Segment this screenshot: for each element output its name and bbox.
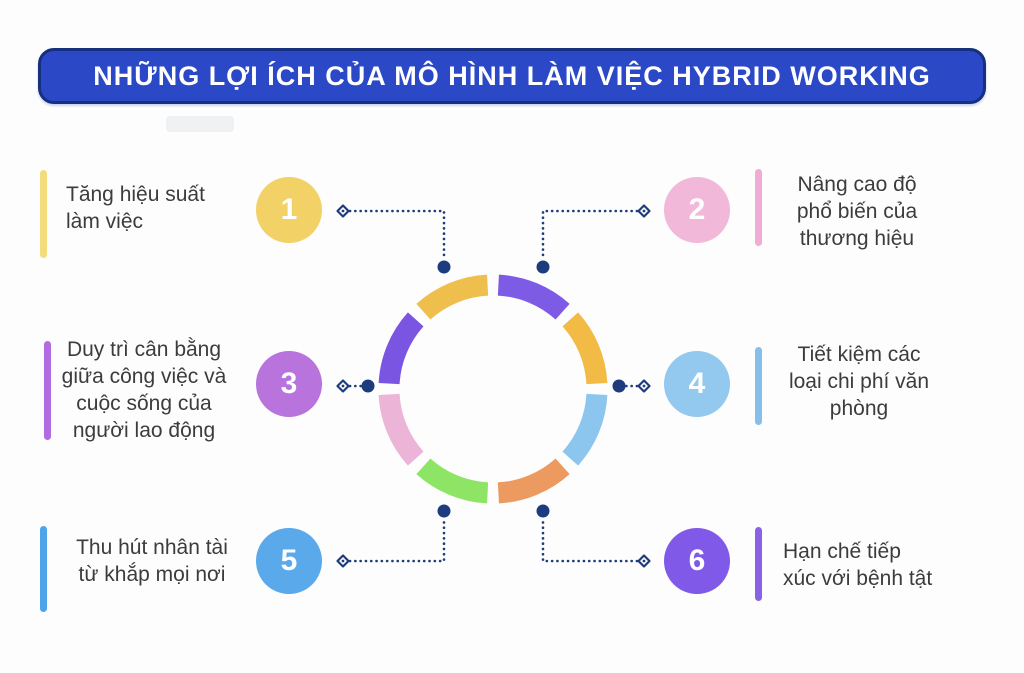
connector-4-ring-dot — [612, 379, 626, 393]
ring-segment-bottom-left — [416, 458, 489, 504]
ring-segment-top-left — [416, 274, 489, 320]
benefit-label-6: Hạn chế tiếp xúc với bệnh tật — [783, 540, 933, 590]
connector-3-diamond-center — [341, 384, 345, 388]
ring-segment-right-upper — [562, 312, 608, 385]
watermark — [166, 116, 234, 132]
connector-5-ring-dot — [437, 504, 451, 518]
number-text-1: 1 — [280, 193, 298, 226]
benefit-label-2: Nâng cao độ phổ biến của thương hiệu — [796, 173, 918, 250]
benefit-number-5: 5 — [256, 528, 322, 594]
benefit-number-3: 3 — [256, 351, 322, 417]
benefit-number-6: 6 — [664, 528, 730, 594]
benefit-number-4: 4 — [664, 351, 730, 417]
connector-4-diamond-center — [642, 384, 646, 388]
page-title: NHỮNG LỢI ÍCH CỦA MÔ HÌNH LÀM VIỆC HYBRI… — [93, 60, 931, 91]
benefit-number-1: 1 — [256, 177, 322, 243]
accent-bar-1 — [40, 170, 47, 258]
benefit-number-2: 2 — [664, 177, 730, 243]
number-text-5: 5 — [280, 544, 298, 577]
benefit-label-5: Thu hút nhân tài từ khắp mọi nơi — [76, 536, 228, 586]
benefit-label-4: Tiết kiệm các loại chi phí văn phòng — [788, 343, 930, 420]
connector-5 — [348, 518, 446, 563]
benefit-label-3: Duy trì cân bằng giữa công việc và cuộc … — [61, 338, 227, 442]
connector-2 — [541, 209, 639, 260]
accent-bar-2 — [755, 169, 762, 246]
ring-segment-left-lower — [378, 393, 424, 466]
connector-6-diamond-center — [642, 559, 646, 563]
connector-3-ring-dot — [361, 379, 375, 393]
ring-segment-top-right — [497, 274, 570, 320]
number-text-4: 4 — [688, 367, 706, 400]
accent-bar-6 — [755, 527, 762, 601]
connector-1 — [348, 209, 446, 260]
connector-2-diamond-center — [642, 209, 646, 213]
accent-bar-4 — [755, 347, 762, 425]
connector-1-ring-dot — [437, 260, 451, 274]
connector-6 — [541, 518, 639, 563]
ring-segment-left-upper — [378, 312, 424, 385]
number-text-3: 3 — [280, 367, 298, 400]
connector-6-ring-dot — [536, 504, 550, 518]
accent-bar-5 — [40, 526, 47, 612]
connector-5-diamond-center — [341, 559, 345, 563]
connector-1-diamond-center — [341, 209, 345, 213]
number-text-2: 2 — [688, 193, 706, 226]
number-text-6: 6 — [688, 544, 706, 577]
accent-bar-3 — [44, 341, 51, 440]
ring-segment-right-lower — [562, 393, 608, 466]
benefit-label-1: Tăng hiệu suất làm việc — [66, 183, 205, 233]
title-banner: NHỮNG LỢI ÍCH CỦA MÔ HÌNH LÀM VIỆC HYBRI… — [38, 48, 986, 104]
connector-2-ring-dot — [536, 260, 550, 274]
ring-segment-bottom-right — [497, 458, 570, 504]
